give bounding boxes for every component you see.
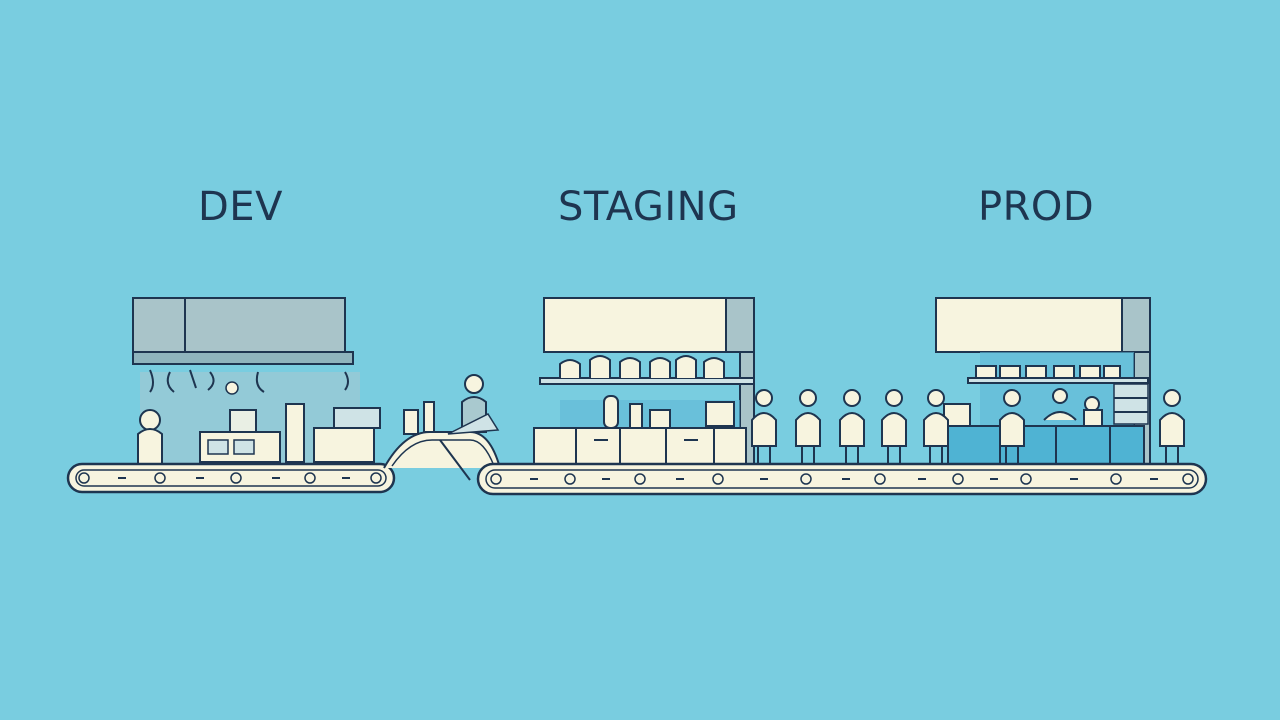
person-figure xyxy=(881,389,907,464)
person-figure xyxy=(751,389,777,464)
dev-conveyor xyxy=(66,462,396,494)
person-figure xyxy=(795,389,821,464)
dev-drips xyxy=(149,369,349,393)
staging-overhead-panel xyxy=(543,297,755,353)
dev-station xyxy=(132,297,381,464)
staging-shelf xyxy=(539,377,755,385)
staging-station xyxy=(533,297,755,465)
dev-overhead-panel xyxy=(132,297,346,353)
ramp-worker-head xyxy=(464,374,484,394)
dev-box xyxy=(229,409,257,433)
person-figure xyxy=(923,389,949,464)
main-conveyor xyxy=(476,462,1208,496)
dev-worker-head xyxy=(139,409,161,431)
dev-bottle xyxy=(285,403,305,463)
prod-counter xyxy=(947,425,1145,465)
stage-label-dev: DEV xyxy=(198,184,283,230)
person-figure xyxy=(1159,389,1185,464)
transfer-ramp xyxy=(383,374,501,481)
stage-label-prod: PROD xyxy=(978,184,1095,230)
person-figure xyxy=(839,389,865,464)
person-figure xyxy=(999,389,1025,464)
dev-bulb xyxy=(225,381,239,395)
dev-worker-body xyxy=(137,428,163,464)
prod-station xyxy=(935,297,1151,465)
people-queue xyxy=(751,389,1185,464)
stage-label-staging: STAGING xyxy=(558,184,739,230)
dev-machine-2 xyxy=(313,427,375,463)
dev-hood xyxy=(132,351,354,365)
prod-overhead-panel xyxy=(935,297,1151,353)
